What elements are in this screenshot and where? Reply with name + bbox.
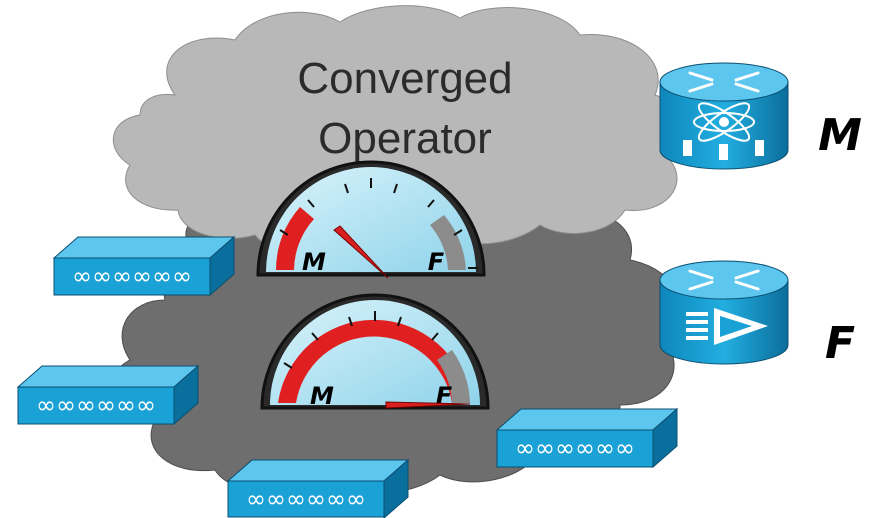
gauge-upper: M F <box>256 160 486 279</box>
cloud-title-line1: Converged <box>297 54 512 103</box>
gauge-lower-needle <box>385 401 471 409</box>
switch-2-pattern-icon: ∞∞∞∞∞∞ <box>36 391 156 419</box>
gauge-upper-grey-zone <box>430 215 466 270</box>
router-m-icon <box>659 62 789 170</box>
gauge-lower-grey-zone <box>437 350 470 403</box>
router-m-label: M <box>818 110 862 161</box>
cloud-title-line2: Operator <box>318 114 492 163</box>
switch-4-pattern-icon: ∞∞∞∞∞∞ <box>246 485 366 513</box>
switch-4: ∞∞∞∞∞∞ <box>226 458 410 518</box>
light-cloud <box>113 5 686 253</box>
gauge-upper-red-zone <box>276 207 314 270</box>
switch-3: ∞∞∞∞∞∞ <box>495 407 679 469</box>
gauge-upper-high-label: F <box>428 248 445 276</box>
switch-1-pattern-icon: ∞∞∞∞∞∞ <box>72 262 192 290</box>
gauge-lower: M F <box>260 293 490 410</box>
gauge-lower-red-zone <box>278 319 470 403</box>
router-f-icon <box>659 260 789 365</box>
gauge-lower-low-label: M <box>310 382 334 410</box>
switch-1: ∞∞∞∞∞∞ <box>52 235 236 297</box>
switch-3-pattern-icon: ∞∞∞∞∞∞ <box>515 434 635 462</box>
router-f-label: F <box>825 318 855 369</box>
gauge-upper-needle <box>333 225 389 279</box>
gauge-upper-low-label: M <box>302 248 326 276</box>
switch-2: ∞∞∞∞∞∞ <box>16 364 200 426</box>
